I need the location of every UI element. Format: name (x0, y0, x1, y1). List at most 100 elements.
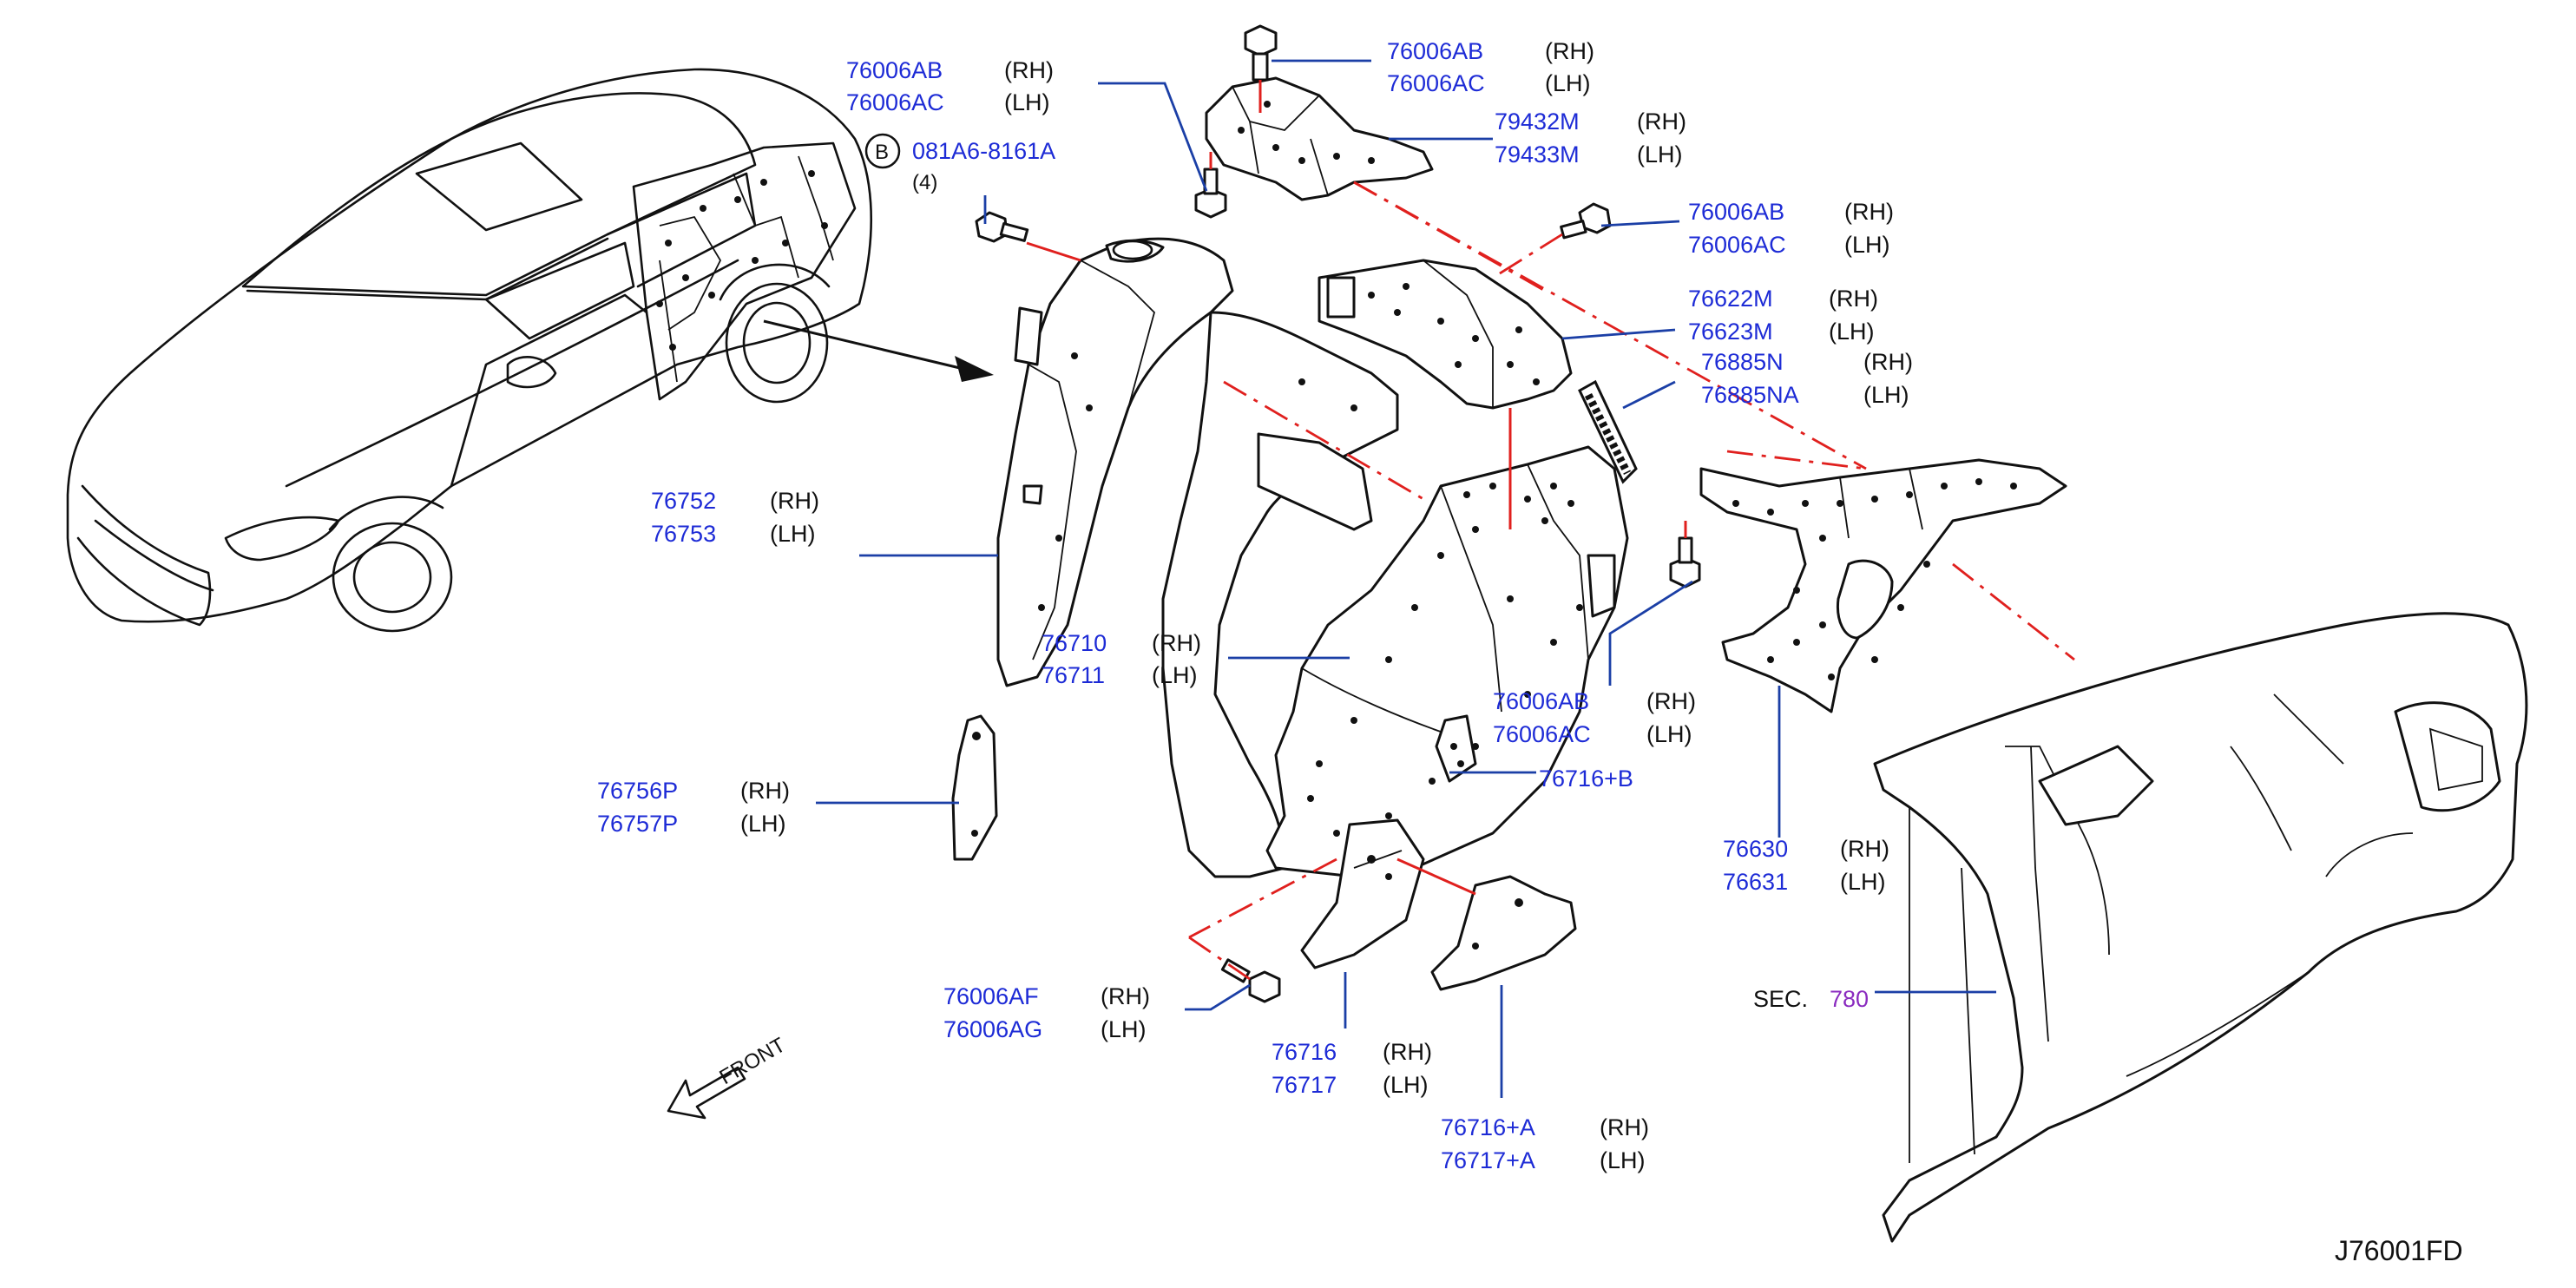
part-number[interactable]: 76630 (1723, 836, 1788, 862)
part-76752 (996, 237, 1234, 687)
side-label: (LH) (1840, 869, 1886, 895)
part-76716 (1300, 818, 1425, 969)
side-label: (LH) (740, 811, 786, 837)
front-indicator: FRONT (667, 1033, 790, 1120)
side-label: (RH) (1840, 836, 1889, 862)
part-number[interactable]: 76622M (1688, 286, 1773, 312)
callout-c10: 76006AB (RH) 76006AC (LH) (1493, 688, 1696, 747)
side-label: (RH) (1829, 286, 1878, 312)
callout-c6: 76622M (RH) 76623M (LH) (1688, 286, 1878, 345)
part-number[interactable]: 76006AB (1387, 38, 1483, 64)
part-number[interactable]: 76753 (651, 521, 716, 547)
part-76885n-pad (1578, 379, 1638, 484)
callout-c14: 76006AF (RH) 76006AG (LH) (943, 983, 1150, 1042)
callout-c5: 76006AB (RH) 76006AC (LH) (1688, 199, 1894, 258)
side-label: (LH) (1152, 662, 1198, 688)
side-label: (LH) (1637, 141, 1683, 168)
callout-c4: 79432M (RH) 79433M (LH) (1495, 108, 1686, 168)
part-number[interactable]: 76006AC (846, 89, 944, 115)
front-arrow-icon (667, 1066, 746, 1120)
part-76630 (1699, 458, 2067, 713)
side-label: (RH) (1152, 630, 1201, 656)
callout-c3: 76006AB (RH) 76006AC (LH) (1387, 38, 1594, 96)
side-label: (RH) (1646, 688, 1696, 714)
part-number[interactable]: 76006AF (943, 983, 1039, 1009)
part-number[interactable]: 76716+B (1539, 766, 1633, 792)
part-76710-panel (1265, 445, 1629, 878)
part-number[interactable]: 76757P (597, 811, 678, 837)
part-number[interactable]: 76717 (1272, 1072, 1337, 1098)
side-label: (RH) (1863, 349, 1913, 375)
callout-c13: 76630 (RH) 76631 (LH) (1723, 836, 1889, 895)
body-side-outer-sec780 (1873, 612, 2528, 1243)
part-number[interactable]: 76006AG (943, 1016, 1042, 1042)
part-76710 (1161, 311, 1399, 878)
leader-lines (816, 59, 1996, 1098)
part-number[interactable]: 76885N (1701, 349, 1784, 375)
bolt-top-icon (1244, 24, 1278, 82)
circle-letter: B (875, 141, 889, 164)
part-number[interactable]: 76006AB (1493, 688, 1589, 714)
part-number[interactable]: 76716 (1272, 1039, 1337, 1065)
part-76756p (951, 714, 998, 861)
part-number[interactable]: 76006AC (1493, 721, 1591, 747)
part-number[interactable]: 081A6-8161A (912, 138, 1055, 164)
bolts (975, 24, 1701, 1003)
side-label: (LH) (770, 521, 816, 547)
side-label: (RH) (1004, 57, 1054, 83)
callout-c7: 76885N (RH) 76885NA (LH) (1701, 349, 1913, 408)
alignment-lines (1026, 80, 2075, 981)
bolt-right-upper-icon (1560, 202, 1612, 240)
callout-c2: B 081A6-8161A (4) (864, 133, 1055, 194)
side-label: (LH) (1646, 721, 1692, 747)
callout-c12: 76756P (RH) 76757P (LH) (597, 778, 790, 837)
bolt-right-lower-icon (1669, 536, 1701, 588)
callout-c9: 76710 (RH) 76711 (LH) (1042, 630, 1201, 688)
side-label: (LH) (1383, 1072, 1429, 1098)
side-label: (LH) (1863, 382, 1909, 408)
callout-c1: 76006AB (RH) 76006AC (LH) (846, 57, 1054, 115)
section-number-link[interactable]: 780 (1830, 986, 1869, 1012)
side-label: (LH) (1545, 70, 1591, 96)
side-label: (LH) (1101, 1016, 1147, 1042)
part-79432m (1205, 76, 1434, 201)
side-label: (RH) (1637, 108, 1686, 135)
circle-b-icon (864, 133, 901, 169)
part-number[interactable]: 76710 (1042, 630, 1107, 656)
diagram-ref-code: J76001FD (2335, 1235, 2463, 1266)
side-label: (RH) (1545, 38, 1594, 64)
part-number[interactable]: 76006AB (846, 57, 943, 83)
side-label: (RH) (1600, 1114, 1649, 1140)
part-number[interactable]: 76885NA (1701, 382, 1799, 408)
part-number[interactable]: 76631 (1723, 869, 1788, 895)
part-number[interactable]: 76006AB (1688, 199, 1784, 225)
callout-c16: 76716+A (RH) 76717+A (LH) (1441, 1114, 1649, 1173)
callout-c11: 76716+B (1539, 766, 1633, 792)
callout-c15: 76716 (RH) 76717 (LH) (1272, 1039, 1432, 1098)
side-label: (LH) (1004, 89, 1050, 115)
side-label: (RH) (1383, 1039, 1432, 1065)
callout-c17: SEC. 780 (1753, 986, 1869, 1012)
car-overview-illustration (66, 68, 872, 633)
part-number[interactable]: 76716+A (1441, 1114, 1535, 1140)
part-number[interactable]: 79433M (1495, 141, 1580, 168)
quantity: (4) (912, 171, 937, 194)
part-number[interactable]: 76711 (1042, 662, 1105, 688)
part-number[interactable]: 76717+A (1441, 1147, 1535, 1173)
side-label: (LH) (1844, 232, 1890, 258)
car-interior-panel (632, 141, 857, 401)
part-number[interactable]: 76006AC (1387, 70, 1485, 96)
part-76622m (1318, 259, 1573, 410)
side-label: (RH) (1844, 199, 1894, 225)
side-label: (RH) (740, 778, 790, 804)
side-label: (LH) (1829, 319, 1875, 345)
part-number[interactable]: 76756P (597, 778, 678, 804)
part-76716a (1430, 875, 1577, 991)
part-number[interactable]: 76752 (651, 488, 716, 514)
part-number[interactable]: 76006AC (1688, 232, 1786, 258)
front-label: FRONT (716, 1033, 790, 1089)
part-number[interactable]: 76623M (1688, 319, 1773, 345)
part-number[interactable]: 79432M (1495, 108, 1580, 135)
side-label: (RH) (1101, 983, 1150, 1009)
